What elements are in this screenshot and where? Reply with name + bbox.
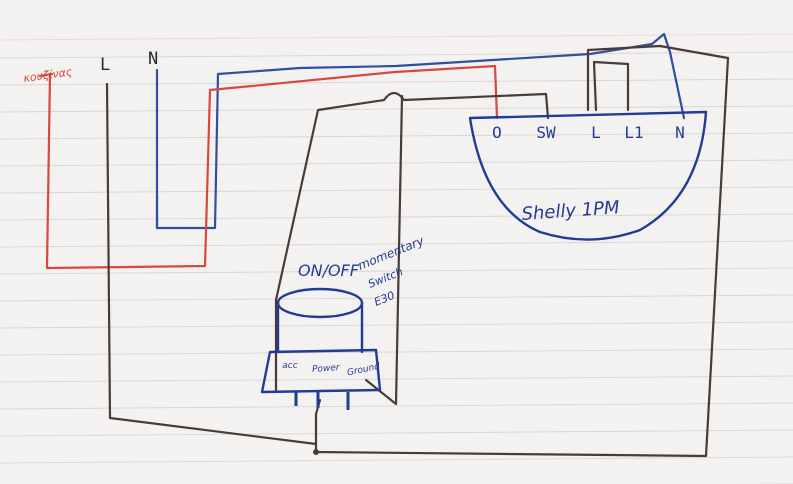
switch-line-wire (274, 91, 550, 392)
switch-pin-acc: acc (282, 361, 297, 371)
shelly-terminal-l1: L1 (624, 123, 643, 142)
line-source-label: L (100, 55, 110, 75)
shelly-terminal-l: L (591, 123, 601, 142)
rule-line (0, 132, 793, 140)
shelly-terminal-n: N (675, 123, 685, 142)
switch-pin-power: Power (312, 363, 341, 375)
rule-line (0, 294, 793, 302)
rule-line (0, 402, 793, 410)
switch-mode-label: ON/OFF (298, 261, 360, 280)
shelly-terminal-labels: O SW L L1 N (492, 123, 685, 142)
shelly-terminal-o: O (492, 123, 502, 142)
kitchen-red-wire (45, 64, 499, 270)
switch-legs (294, 392, 350, 410)
rule-line (0, 456, 793, 464)
rule-line (0, 51, 793, 59)
rule-line (0, 105, 793, 113)
switch-ground-wire (364, 94, 404, 406)
rule-line (0, 429, 793, 437)
rule-line (0, 78, 793, 86)
rule-line (0, 267, 793, 275)
rule-line (0, 240, 793, 248)
neutral-source-label: N (148, 49, 158, 69)
line-wire-loop (592, 60, 630, 112)
switch-body (276, 301, 364, 354)
ground-junction-dot (313, 449, 319, 455)
rule-line (0, 186, 793, 194)
shelly-terminal-sw: SW (536, 123, 556, 142)
kitchen-red-wire-tip (38, 72, 54, 78)
switch-base (260, 348, 382, 394)
neutral-wire (155, 32, 686, 230)
shelly-outline (468, 110, 708, 241)
rule-line (0, 159, 793, 167)
line-wire (105, 44, 730, 458)
